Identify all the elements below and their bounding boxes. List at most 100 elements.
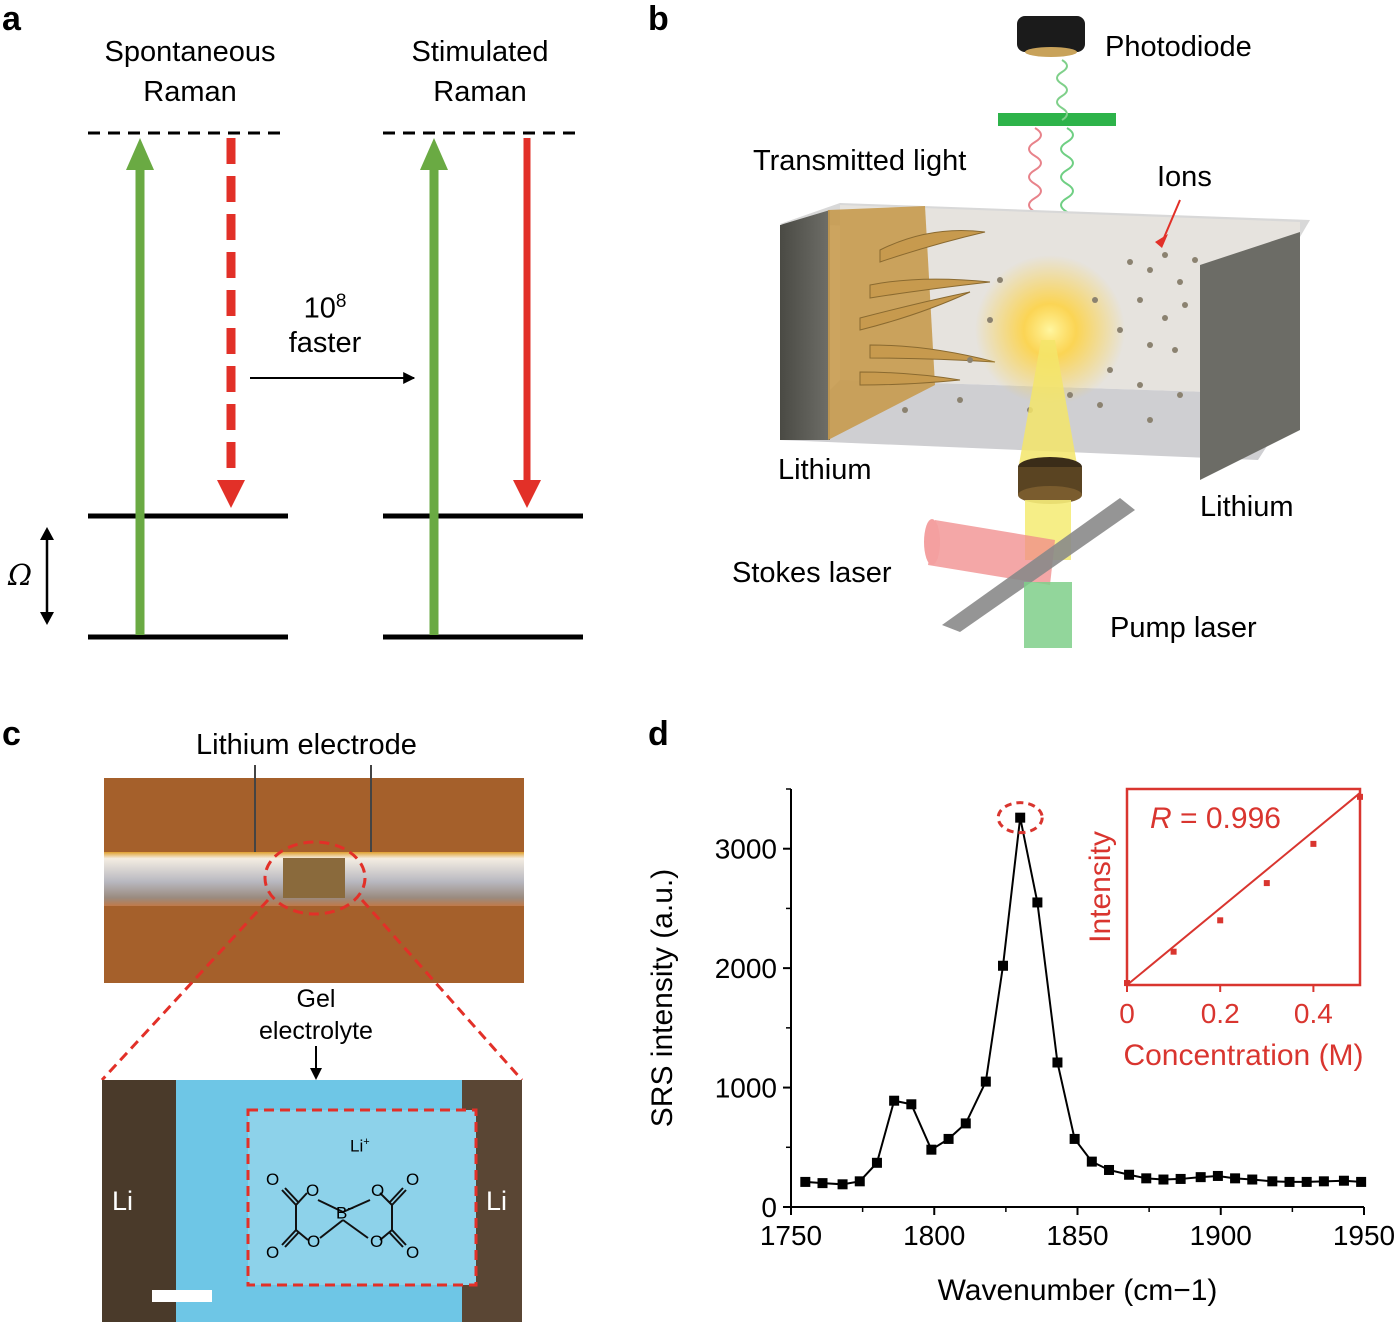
spectrum-point	[943, 1133, 954, 1144]
stokes-laser-label: Stokes laser	[732, 557, 892, 589]
y-tick-label: 1000	[715, 1073, 777, 1104]
spectrum-point	[871, 1157, 882, 1168]
inset-point	[1170, 948, 1177, 955]
spectrum-point	[1356, 1176, 1367, 1187]
li-left-label: Li	[112, 1186, 134, 1216]
spectrum-point	[1318, 1176, 1329, 1187]
spectrum-point	[1158, 1174, 1169, 1185]
spectrum-point	[1247, 1174, 1258, 1185]
spontaneous-title: Spontaneous Raman	[70, 32, 310, 112]
omega-arrow	[40, 527, 54, 625]
inset-r-annotation: R = 0.996	[1150, 802, 1281, 835]
dendrites	[859, 230, 996, 386]
boron-symbol: B	[336, 1203, 348, 1223]
li-ion-charge: +	[363, 1136, 370, 1148]
panel-letter-b: b	[648, 0, 669, 38]
molecule-box	[246, 1108, 478, 1287]
spectrum-point	[1086, 1156, 1097, 1167]
ions-label: Ions	[1157, 161, 1212, 193]
panel-letter-c: c	[2, 715, 21, 753]
lithium-left-label: Lithium	[778, 454, 872, 486]
scale-bar	[152, 1290, 212, 1302]
inset-point	[1263, 880, 1270, 887]
spontaneous-title-line2: Raman	[143, 76, 237, 108]
stokes-beam-end	[924, 519, 940, 565]
lithium-right-label: Lithium	[1200, 491, 1294, 523]
spectrum-point	[1052, 1057, 1063, 1068]
inset-point	[1357, 793, 1363, 800]
speed-base: 10	[303, 292, 336, 325]
gel-electrolyte-label: Gel electrolyte	[236, 983, 396, 1047]
spontaneous-title-line1: Spontaneous	[104, 36, 276, 68]
spectrum-point	[889, 1095, 900, 1106]
zoom-circle	[263, 840, 367, 916]
inset-point	[1124, 980, 1130, 987]
oxygen-label-2: O	[371, 1181, 385, 1200]
panel-letter-a: a	[2, 0, 21, 38]
spectrum-point	[980, 1076, 991, 1087]
spectrum-point	[817, 1178, 828, 1189]
inset-x-label: Concentration (M)	[1123, 1039, 1363, 1072]
energy-diagram	[40, 131, 583, 640]
lithium-left-region	[102, 1080, 178, 1322]
x-tick-label: 1950	[1333, 1220, 1395, 1251]
objective-lens	[1018, 457, 1082, 504]
x-tick-label: 1750	[760, 1220, 822, 1251]
oxygen-label-6: O	[266, 1243, 280, 1262]
oxygen-label-8: O	[406, 1243, 420, 1262]
spectrum-point	[1015, 812, 1026, 823]
inset-x-tick-label: 0	[1119, 998, 1135, 1029]
lithium-right-block	[1200, 232, 1300, 480]
y-tick-label: 2000	[715, 953, 777, 984]
stimulated-title-line1: Stimulated	[411, 36, 549, 68]
pump-beam	[1024, 582, 1072, 648]
lithium-electrode-label: Lithium electrode	[196, 729, 417, 761]
ions-pointer	[1162, 199, 1181, 241]
photodiode-icon	[1017, 16, 1085, 57]
spectrum-point	[960, 1118, 971, 1129]
spectrum-point	[1124, 1169, 1135, 1180]
x-tick-label: 1800	[903, 1220, 965, 1251]
oxygen-label-1: O	[306, 1181, 320, 1200]
oxygen-label-4: O	[370, 1232, 384, 1251]
gel-label-line1: Gel	[296, 985, 336, 1013]
spectrum-point	[1175, 1173, 1186, 1184]
spectrum-point	[1141, 1173, 1152, 1184]
spectrum-point	[1032, 897, 1043, 908]
inset-x-tick-label: 0.2	[1201, 998, 1240, 1029]
li-ion-label: Li+	[350, 1136, 370, 1157]
pump-laser-label: Pump laser	[1110, 612, 1257, 644]
spectrum-point	[1284, 1176, 1295, 1187]
inset-point	[1217, 917, 1224, 924]
inset-y-label: Intensity	[1084, 831, 1117, 943]
focal-glow	[975, 255, 1125, 405]
spectrum-point	[1195, 1172, 1206, 1183]
gel-gap	[283, 858, 345, 898]
pump-arrow-left	[126, 138, 154, 635]
spectrum-point	[906, 1099, 917, 1110]
stimulated-title-line2: Raman	[433, 76, 527, 108]
oxygen-label-3: O	[307, 1232, 321, 1251]
spectrum-point	[1338, 1175, 1349, 1186]
spectrum-point	[926, 1144, 937, 1155]
spectrum-point	[1069, 1133, 1080, 1144]
spectrum-point	[800, 1176, 811, 1187]
li-ion-symbol: Li	[350, 1136, 364, 1156]
pump-wave-above-filter	[1056, 59, 1068, 121]
dichroic-mirror	[942, 498, 1135, 632]
speed-word: faster	[288, 326, 362, 359]
li-right-label: Li	[486, 1186, 508, 1216]
spectrum-point	[1212, 1170, 1223, 1181]
oxygen-label-5: O	[266, 1170, 280, 1189]
micrograph-figure	[100, 765, 524, 1322]
y-tick-label: 3000	[715, 834, 777, 865]
srs-setup-illustration	[780, 16, 1310, 648]
stimulated-title: Stimulated Raman	[360, 32, 600, 112]
spectrum-point	[1104, 1164, 1115, 1175]
omega-symbol: Ω	[8, 558, 33, 592]
stimulated-stokes-arrow	[513, 138, 541, 508]
focus-cone	[1018, 340, 1078, 470]
y-tick-label: 0	[761, 1192, 777, 1223]
photodiode-label: Photodiode	[1105, 31, 1252, 63]
